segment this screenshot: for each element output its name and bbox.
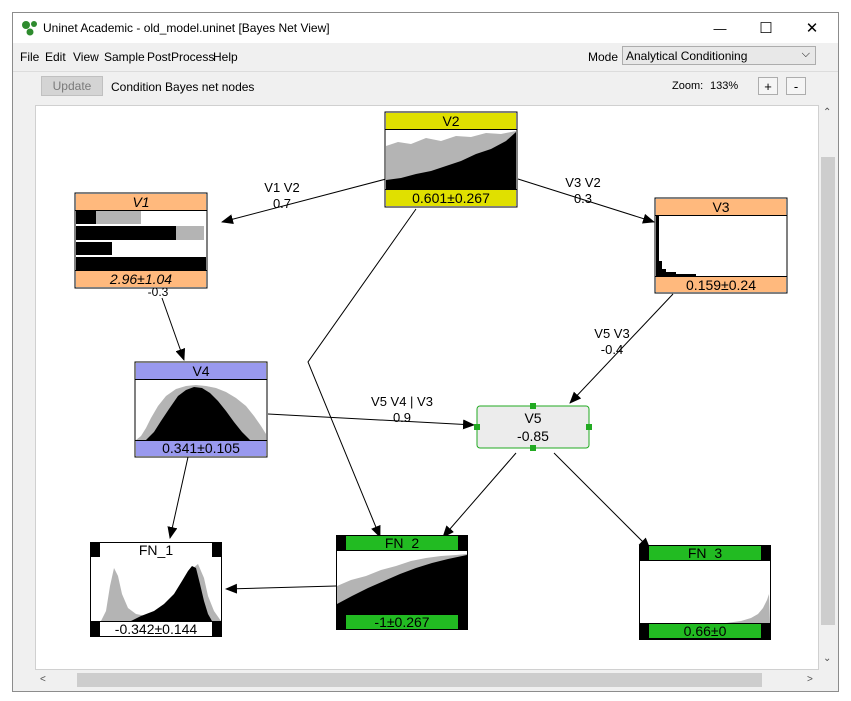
- node-fn3[interactable]: FN_3 0.66±0: [639, 545, 771, 640]
- zoom-label: Zoom:: [672, 80, 704, 92]
- node-v3[interactable]: V3 0.159±0.24: [654, 197, 788, 294]
- node-v1[interactable]: V1 2.96±1.04 -0.3: [74, 192, 208, 299]
- vertical-scroll-thumb[interactable]: [821, 157, 835, 625]
- node-v1-value: 2.96±1.04: [109, 271, 172, 287]
- edge-value-v1v2: 0.7: [273, 196, 291, 211]
- node-v5-handle-right[interactable]: [586, 424, 592, 430]
- menu-postprocess[interactable]: PostProcess: [147, 50, 215, 64]
- edge-label-v5v4: V5 V4 | V3: [371, 394, 433, 409]
- node-fn2-name: FN_2: [385, 535, 419, 551]
- node-fn1-name: FN_1: [139, 542, 173, 558]
- edge-value-v3v2: 0.3: [574, 191, 592, 206]
- edge-v2-v3[interactable]: [517, 178, 655, 224]
- update-button[interactable]: Update: [41, 76, 103, 96]
- edge-value-v5v4: 0.9: [393, 410, 411, 425]
- menu-view[interactable]: View: [73, 50, 99, 64]
- node-v5[interactable]: V5 -0.85: [474, 403, 592, 451]
- close-button[interactable]: ✕: [805, 20, 819, 37]
- title-bar: Uninet Academic - old_model.uninet [Baye…: [13, 13, 838, 43]
- edge-v5-fn2[interactable]: [442, 452, 517, 538]
- node-v3-value: 0.159±0.24: [686, 277, 756, 293]
- mode-label: Mode: [588, 50, 619, 64]
- edge-v2-fn2[interactable]: [307, 208, 417, 538]
- edge-label-v3v2: V3 V2: [565, 175, 600, 190]
- node-v5-value: -0.85: [517, 428, 549, 444]
- node-v3-name: V3: [712, 199, 729, 215]
- node-fn1-value: -0.342±0.144: [115, 621, 198, 637]
- node-v1-name: V1: [132, 194, 149, 210]
- zoom-in-button[interactable]: +: [758, 77, 778, 95]
- node-v2[interactable]: V2 0.601±0.267: [384, 111, 518, 208]
- node-v5-handle-left[interactable]: [474, 424, 480, 430]
- node-v5-name: V5: [524, 410, 541, 426]
- node-v2-value: 0.601±0.267: [412, 190, 490, 206]
- app-window: Uninet Academic - old_model.uninet [Baye…: [12, 12, 839, 692]
- node-v4[interactable]: V4 0.341±0.105: [134, 361, 268, 458]
- minimize-button[interactable]: —: [713, 20, 727, 36]
- bayes-net-canvas[interactable]: V1 V2 0.7 V3 V2 0.3 V5 V3 -0.4 V5 V4 | V…: [35, 105, 819, 670]
- edge-label-v5v3: V5 V3: [594, 326, 629, 341]
- horizontal-scroll-thumb[interactable]: [77, 673, 762, 687]
- scroll-left-icon[interactable]: <: [40, 674, 46, 685]
- edge-v1-v4[interactable]: [161, 297, 186, 361]
- edge-value-v5v3: -0.4: [601, 342, 623, 357]
- menu-file[interactable]: File: [20, 50, 40, 64]
- node-v5-handle-top[interactable]: [530, 403, 536, 409]
- menu-sample[interactable]: Sample: [104, 50, 145, 64]
- menu-edit[interactable]: Edit: [45, 50, 66, 64]
- vertical-scrollbar[interactable]: ⌃ ⌄: [819, 105, 837, 670]
- maximize-button[interactable]: ☐: [759, 20, 773, 37]
- edge-label-v1v2: V1 V2: [264, 180, 299, 195]
- chevron-down-icon: ⌵: [801, 48, 810, 60]
- mode-select-value: Analytical Conditioning: [626, 49, 748, 63]
- node-v5-handle-bottom[interactable]: [530, 445, 536, 451]
- edge-v5-fn3[interactable]: [553, 452, 651, 550]
- zoom-value: 133%: [710, 80, 739, 92]
- window-title: Uninet Academic - old_model.uninet [Baye…: [43, 21, 330, 35]
- status-text: Condition Bayes net nodes: [111, 80, 255, 94]
- toolbar: Update Condition Bayes net nodes Zoom: 1…: [13, 71, 838, 101]
- bayes-net-graph: V1 V2 0.7 V3 V2 0.3 V5 V3 -0.4 V5 V4 | V…: [74, 111, 788, 640]
- scroll-right-icon[interactable]: >: [807, 674, 813, 685]
- horizontal-scrollbar[interactable]: < >: [35, 670, 819, 690]
- edge-fn2-fn1[interactable]: [225, 583, 337, 594]
- menu-bar: File Edit View Sample PostProcess Help M…: [13, 43, 838, 72]
- node-v4-value: 0.341±0.105: [162, 440, 240, 456]
- scroll-up-icon[interactable]: ⌃: [823, 107, 832, 118]
- edge-v2-v1[interactable]: [221, 178, 387, 225]
- node-v1-note: -0.3: [148, 285, 169, 299]
- edge-v4-v5[interactable]: [267, 413, 475, 430]
- node-fn1[interactable]: FN_1 -0.342±0.144: [90, 542, 222, 637]
- app-logo-icon: [22, 21, 37, 36]
- node-v2-name: V2: [442, 113, 459, 129]
- edge-v4-fn1[interactable]: [167, 456, 189, 539]
- menu-help[interactable]: Help: [213, 50, 238, 64]
- node-fn3-value: 0.66±0: [684, 623, 727, 639]
- node-fn3-name: FN_3: [688, 545, 722, 561]
- scroll-down-icon[interactable]: ⌄: [823, 653, 832, 664]
- node-fn2-value: -1±0.267: [374, 614, 429, 630]
- node-fn2[interactable]: FN_2 -1±0.267: [336, 535, 468, 630]
- node-v4-name: V4: [192, 363, 209, 379]
- edge-v3-v5[interactable]: [569, 293, 674, 404]
- mode-select[interactable]: Analytical Conditioning ⌵: [622, 46, 816, 65]
- zoom-out-button[interactable]: -: [786, 77, 806, 95]
